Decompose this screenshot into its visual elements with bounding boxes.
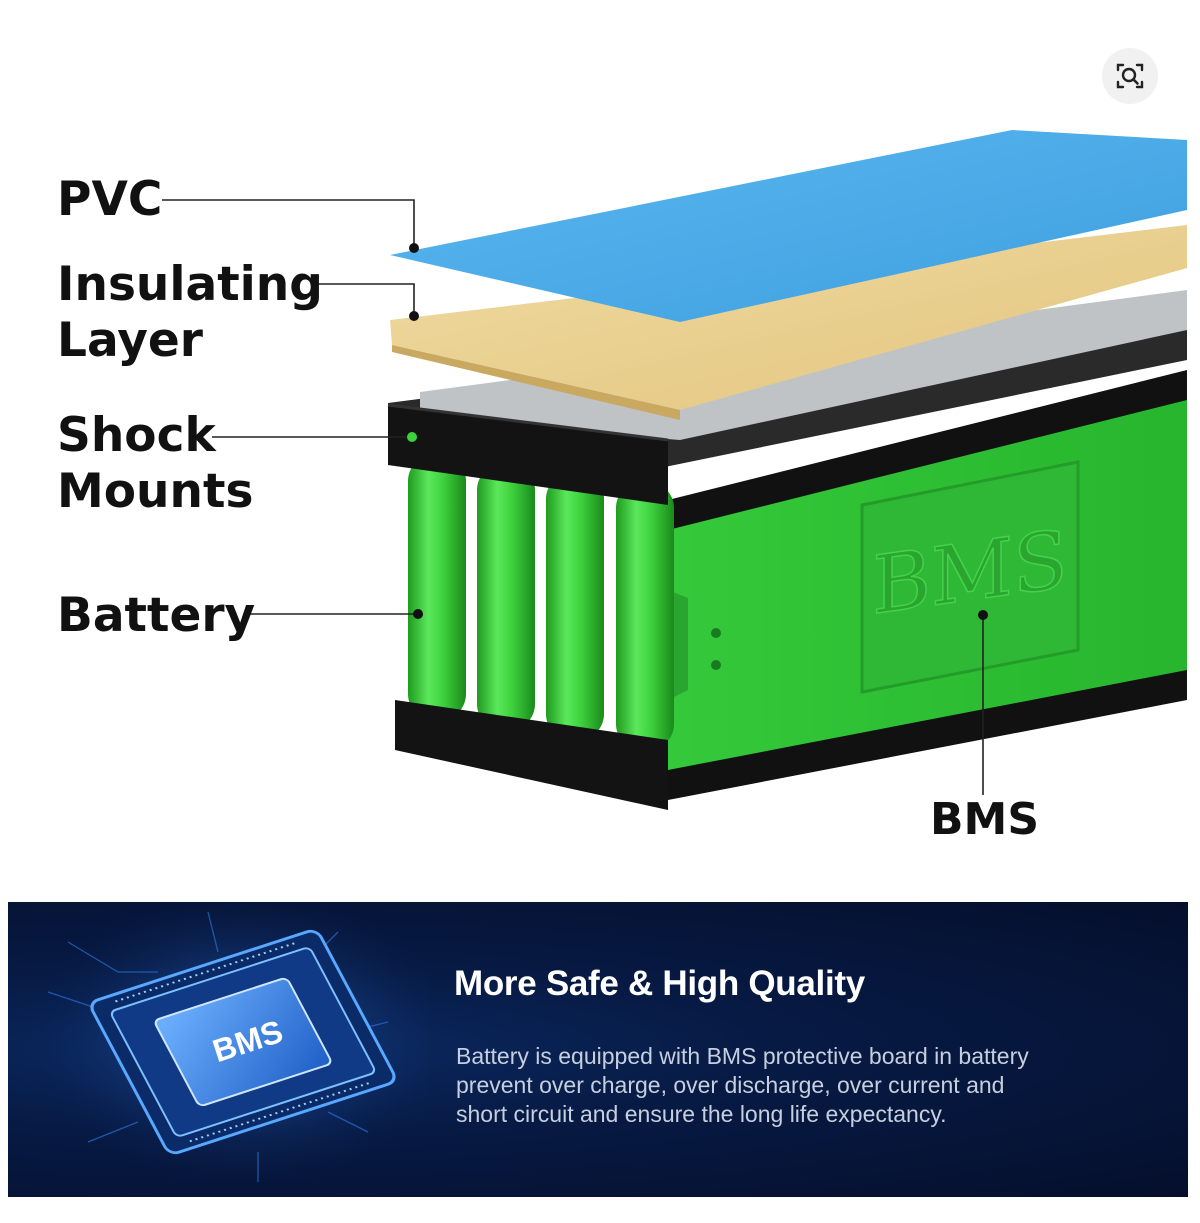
side-holder-bottom [668, 670, 1187, 800]
battery-cell [616, 482, 674, 750]
shock-label-line2: Mounts [57, 464, 254, 519]
shock-label-line1: Shock [57, 408, 216, 463]
banner-line: Battery is equipped with BMS protective … [456, 1043, 1029, 1069]
banner-description: Battery is equipped with BMS protective … [456, 1042, 1096, 1129]
bms-chip-illustration: BMS [33, 902, 428, 1187]
battery-cell [546, 473, 604, 740]
battery-cell [408, 455, 466, 720]
bms-label: BMS [930, 794, 1040, 845]
insulating-layer-label: Insulating Layer [57, 257, 323, 369]
side-holder-top [668, 370, 1187, 530]
front-holder-bottom [395, 700, 668, 810]
callout-lines [162, 199, 984, 795]
insulating-label-line2: Layer [57, 313, 203, 368]
zoom-search-icon [1116, 63, 1144, 89]
banner-title: More Safe & High Quality [454, 964, 865, 1003]
pvc-sheet [390, 130, 1187, 322]
insulating-label-line1: Insulating [57, 257, 323, 312]
banner-line: short circuit and ensure the long life e… [456, 1101, 947, 1127]
insulating-layer [390, 225, 1187, 410]
battery-label: Battery [57, 588, 256, 643]
battery-cells [408, 455, 674, 750]
feature-banner: BMS More Safe & High Quality Battery is … [8, 902, 1188, 1197]
banner-line: prevent over charge, over discharge, ove… [456, 1072, 1005, 1098]
bms-board: BMS [860, 460, 1080, 694]
shock-mounts-label: Shock Mounts [57, 408, 253, 520]
zoom-button[interactable] [1102, 48, 1158, 104]
callout-dots [407, 243, 988, 620]
battery-cell [477, 464, 535, 730]
battery-pack-diagram: BMS [162, 130, 1187, 810]
pvc-label: PVC [57, 172, 163, 227]
front-holder-top [387, 403, 669, 505]
